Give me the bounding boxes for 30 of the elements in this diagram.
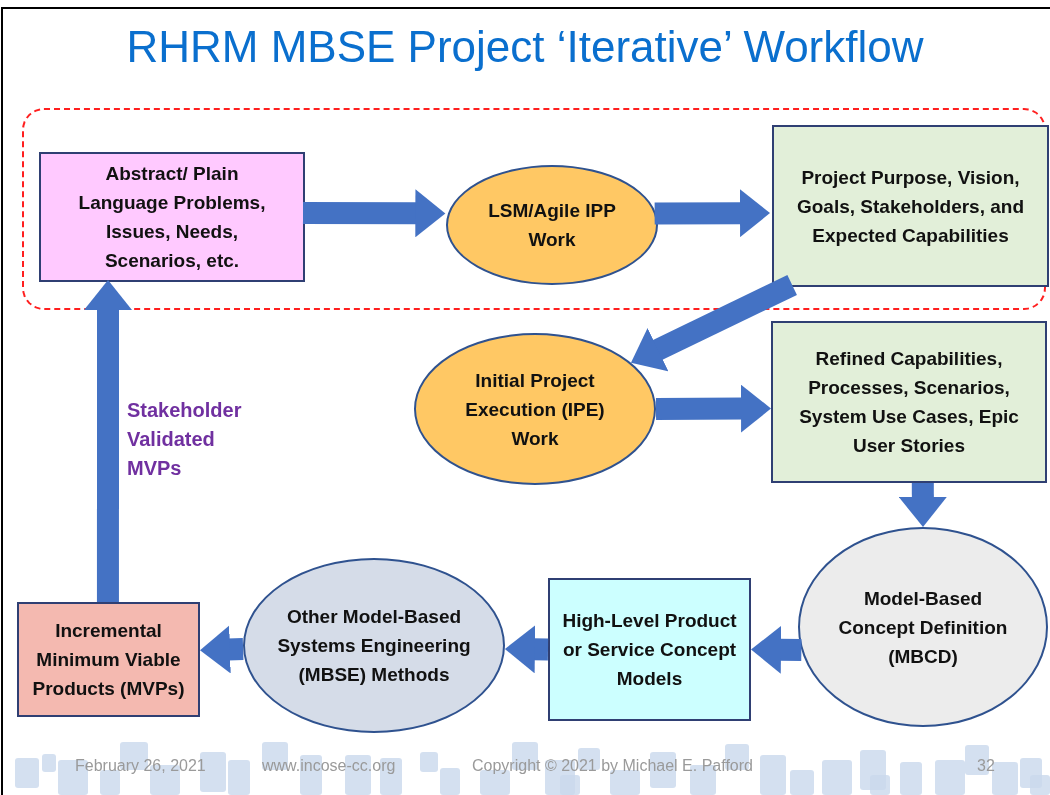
- block-arrow: [654, 189, 770, 238]
- footer-text: February 26, 2021: [75, 757, 206, 775]
- block-arrow: [631, 275, 797, 372]
- node-text: Incremental Minimum Viable Products (MVPs): [31, 619, 186, 701]
- process-box: [772, 125, 1049, 287]
- block-arrow: [504, 625, 549, 674]
- block-arrow: [751, 625, 802, 674]
- process-box: [771, 321, 1047, 483]
- block-arrow: [655, 384, 771, 433]
- node-text: High-Level Product or Service Concept Models: [561, 609, 738, 691]
- node-text: Refined Capabilities, Processes, Scenarios, System Use Cases, Epic User Stories: [798, 347, 1020, 458]
- node-text: Project Purpose, Vision, Goals, Stakeholders, and Expected Capabilities: [796, 165, 1025, 248]
- block-arrow: [898, 482, 947, 527]
- process-box: [548, 578, 751, 721]
- footer-text: 32: [977, 757, 995, 775]
- node-text: Initial Project Execution (IPE) Work: [465, 368, 605, 451]
- process-box: [17, 602, 200, 717]
- dashed-group-box: [22, 108, 1046, 310]
- process-box: [39, 152, 305, 282]
- block-arrow: [200, 625, 244, 674]
- title: RHRM MBSE Project ‘Iterative’ Workflow: [125, 22, 925, 72]
- node-text: Other Model-Based Systems Engineering (MBSE) Methods: [276, 605, 472, 687]
- block-arrow: [302, 189, 446, 238]
- node-text: Model-Based Concept Definition (MBCD): [837, 586, 1009, 669]
- node-text: LSM/Agile IPP Work: [487, 199, 617, 252]
- block-arrow: [84, 280, 132, 602]
- footer-text: www.incose-cc.org: [262, 757, 396, 775]
- footer-text: Copyright © 2021 by Michael E. Pafford: [472, 757, 753, 775]
- node-text: Abstract/ Plain Language Problems, Issues, Needs, Scenarios, etc.: [77, 162, 267, 273]
- edge-label: Stakeholder Validated MVPs: [127, 398, 243, 481]
